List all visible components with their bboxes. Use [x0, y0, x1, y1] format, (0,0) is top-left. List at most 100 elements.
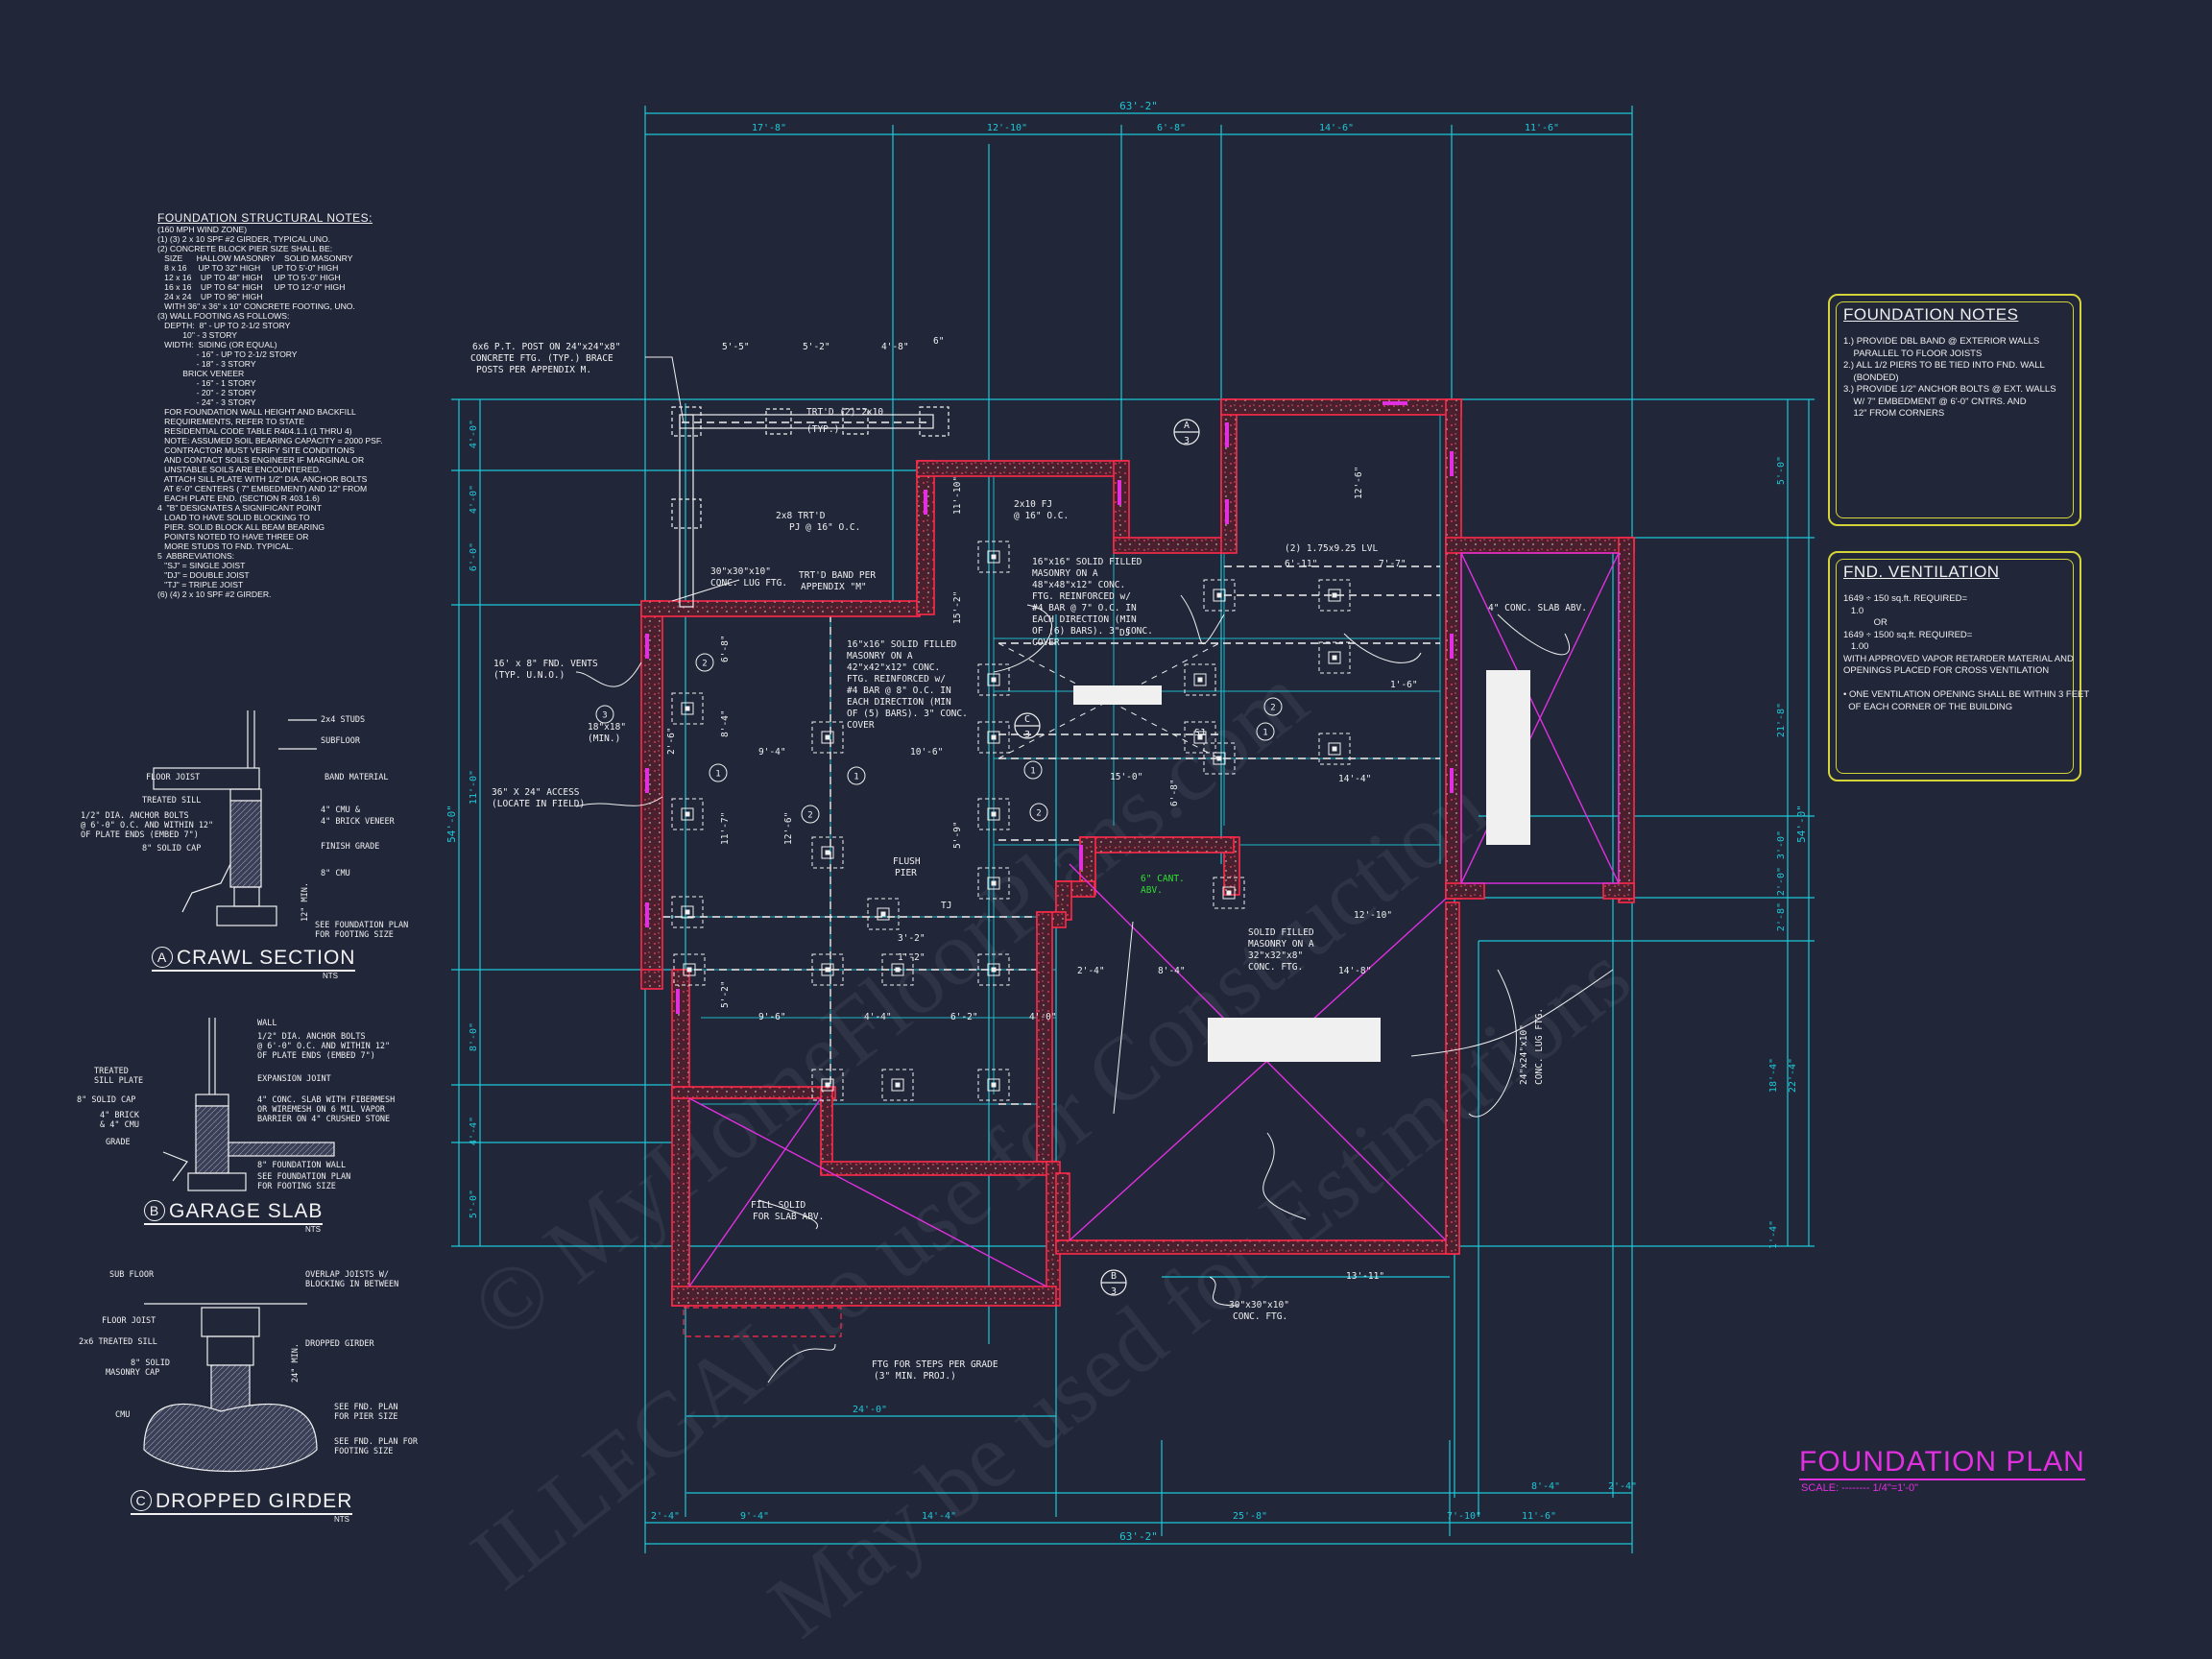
- callout-text: MASONRY ON A: [847, 651, 913, 661]
- pier-block: [681, 702, 694, 715]
- detail-circle: [709, 763, 728, 782]
- detail-circle: [1023, 760, 1043, 780]
- detail-circle-number: 1: [854, 773, 858, 782]
- detail-circle-number: 2: [807, 811, 812, 821]
- section-a-label: FLOOR JOIST: [146, 773, 200, 782]
- section-c-label: SEE FND. PLAN FOR: [334, 1437, 419, 1447]
- pier-post: [991, 734, 997, 740]
- vent-line: 1.0: [1843, 605, 1864, 616]
- section-b-label: 4" CONC. SLAB WITH FIBERMESH: [257, 1095, 395, 1105]
- dim-bottom-segment: 7'-10": [1447, 1511, 1481, 1522]
- section-a-label: 4" CMU &: [321, 805, 361, 815]
- foundation-notes-title: FOUNDATION NOTES: [1843, 305, 2019, 324]
- pier-post: [895, 1082, 901, 1088]
- structural-note-line: SIZE HALLOW MASONRY SOLID MASONRY: [157, 253, 353, 263]
- section-b-nts: NTS: [305, 1225, 321, 1234]
- inner-dim: 5'-5": [722, 342, 750, 352]
- pier-block: [681, 905, 694, 919]
- callout-text: 4" CONC. SLAB ABV.: [1488, 603, 1587, 613]
- slab-label-plate-2: [1486, 670, 1530, 845]
- section-a-label: 8" SOLID CAP: [142, 844, 201, 854]
- structural-note-line: AT 6'-0" CENTERS ( 7" EMBEDMENT) AND 12"…: [157, 484, 368, 493]
- pier-block: [683, 963, 696, 976]
- inner-dim: 6'-2": [950, 1012, 978, 1022]
- callout-text: TRT'D BAND PER: [799, 570, 876, 581]
- section-c-label: 8" SOLID: [131, 1358, 170, 1368]
- section-b-label: 4" BRICK: [100, 1111, 140, 1120]
- callout-text: 18"x18": [588, 722, 626, 733]
- detail-circle: [847, 766, 866, 785]
- dim-right-overall: 54'-0": [1795, 805, 1808, 843]
- inner-dim: 6'-11": [1285, 559, 1317, 569]
- callout-text: #4 BAR @ 8" O.C. IN: [847, 685, 951, 696]
- callout-text: 36" X 24" ACCESS: [492, 787, 580, 798]
- section-b-label: FOR FOOTING SIZE: [257, 1182, 336, 1191]
- vent-line: • ONE VENTILATION OPENING SHALL BE WITHI…: [1843, 689, 2090, 700]
- pier-footing: [977, 541, 1010, 573]
- pier-post: [825, 734, 830, 740]
- callout-text: (2) 1.75x9.25 LVL: [1285, 543, 1379, 554]
- pier-footing: [811, 836, 844, 869]
- pier-grid: [671, 541, 1351, 1101]
- dim-left-segment: 4'-0": [469, 420, 479, 448]
- callout-text: 6x6 P.T. POST ON 24"x24"x8": [472, 342, 620, 352]
- pier-footing: [811, 721, 844, 754]
- inner-dim: 4'-4": [864, 1012, 892, 1022]
- section-tag-letter: C: [1024, 714, 1030, 725]
- inner-dim: 15'-0": [1110, 772, 1142, 782]
- inner-dim: 8'-4": [720, 709, 731, 737]
- pier-block: [821, 963, 834, 976]
- pier-footing: [881, 953, 914, 986]
- vent-line: OF EACH CORNER OF THE BUILDING: [1843, 701, 2013, 712]
- callout-text: DJ: [1119, 628, 1130, 638]
- section-tag-number: 3: [1184, 436, 1190, 446]
- structural-note-line: - 24" - 3 STORY: [157, 397, 256, 407]
- inner-dim: 9'-4": [758, 747, 786, 757]
- vent-line: OR: [1843, 617, 1887, 628]
- callout-text: ABV.: [1141, 885, 1163, 896]
- pier-post: [1226, 890, 1232, 896]
- pier-footing: [977, 1069, 1010, 1101]
- callout-text: 16' x 8" FND. VENTS: [493, 659, 598, 669]
- section-c-label: DROPPED GIRDER: [305, 1339, 375, 1349]
- callout-text: FTG. REINFORCED w/: [1032, 591, 1131, 602]
- inner-dim: 2'-6": [666, 727, 677, 755]
- dim-bottom-inner: 2'-4": [1608, 1481, 1637, 1492]
- section-b-label: TREATED: [94, 1067, 129, 1076]
- callout-text: SJ: [1194, 728, 1205, 738]
- callout-text: PJ @ 16" O.C.: [789, 522, 860, 533]
- callout-text: MASONRY ON A: [1032, 568, 1098, 579]
- fn-line: W/ 7" EMBEDMENT @ 6'-0" CNTRS. AND: [1843, 396, 2027, 407]
- dim-top-segment: 11'-6": [1525, 123, 1559, 133]
- structural-note-line: BRICK VENEER: [157, 369, 245, 378]
- inner-dim: 12'-6": [783, 812, 794, 845]
- callout-text: 2x8 TRT'D: [776, 511, 826, 521]
- structural-note-line: "DJ" = DOUBLE JOIST: [157, 570, 250, 580]
- pier-footing: [1184, 663, 1216, 696]
- structural-notes-title: FOUNDATION STRUCTURAL NOTES:: [157, 211, 373, 225]
- callout-text: (TYP. U.N.O.): [493, 670, 565, 681]
- callout-text: EACH DIRECTION (MIN: [847, 697, 951, 708]
- detail-circle-number: 2: [1270, 704, 1275, 713]
- inner-dim: 5'-9": [952, 821, 963, 849]
- structural-note-line: WITH 36" x 36" x 10" CONCRETE FOOTING, U…: [157, 301, 355, 311]
- pier-post: [1216, 592, 1222, 598]
- pier-block: [1328, 589, 1341, 602]
- section-a-label: SUBFLOOR: [321, 736, 361, 746]
- dim-left-segment: 5'-0": [469, 1190, 479, 1218]
- inner-dim: 14'-4": [1338, 774, 1371, 784]
- callout-text: OF (6) BARS). 3" CONC.: [1032, 626, 1153, 637]
- inner-dim: 9'-6": [758, 1012, 786, 1022]
- callout-text: FILL SOLID: [751, 1200, 805, 1211]
- pier-footing: [1318, 579, 1351, 612]
- section-c-label: FOR PIER SIZE: [334, 1412, 398, 1422]
- structural-note-line: 4 "B" DESIGNATES A SIGNIFICANT POINT: [157, 503, 323, 513]
- detail-circle-number: 1: [1262, 729, 1267, 738]
- section-a-label: FINISH GRADE: [321, 842, 379, 852]
- pier-block: [987, 731, 1000, 744]
- pier-post: [991, 811, 997, 817]
- callout-text: (3" MIN. PROJ.): [874, 1371, 956, 1382]
- structural-note-line: "TJ" = TRIPLE JOIST: [157, 580, 244, 589]
- structural-note-line: - 18" - 3 STORY: [157, 359, 256, 369]
- fn-line: 12" FROM CORNERS: [1843, 408, 1945, 419]
